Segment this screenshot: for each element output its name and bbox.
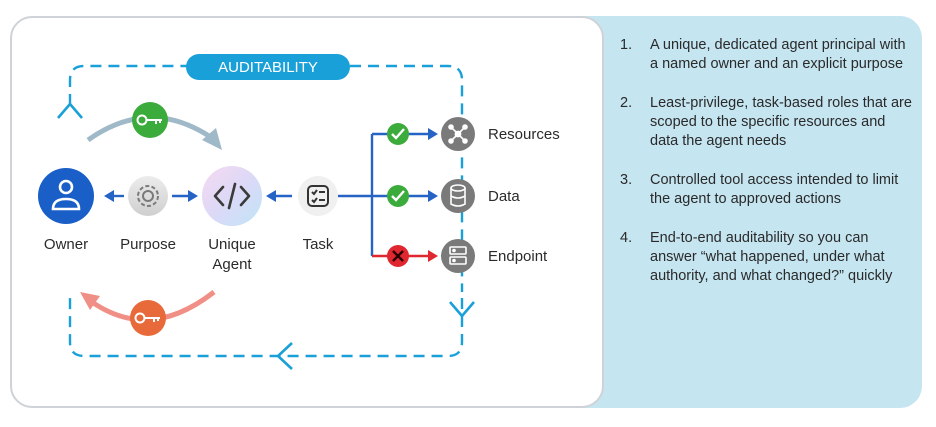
task-node <box>298 176 338 216</box>
step-text: End-to-end auditability so you can answe… <box>650 230 893 284</box>
step-number: 1. <box>620 37 633 53</box>
steps-list: 1. A unique, dedicated agent principal w… <box>620 36 912 306</box>
step-text: Least-privilege, task-based roles that a… <box>650 95 912 149</box>
step-number: 3. <box>620 172 633 188</box>
list-item: 2. Least-privilege, task-based roles tha… <box>620 94 912 151</box>
list-item: 3. Controlled tool access intended to li… <box>620 171 912 209</box>
purpose-label: Purpose <box>120 236 176 253</box>
endpoint-node <box>441 239 475 273</box>
loop-arrow-left-icon <box>276 342 293 370</box>
auditability-loop <box>68 64 464 358</box>
owner-node <box>38 168 94 224</box>
loop-arrow-down-icon <box>449 301 475 318</box>
branch-lines <box>338 132 430 258</box>
arrow-resources-icon <box>428 128 438 140</box>
data-label: Data <box>488 188 520 205</box>
owner-label: Owner <box>44 236 88 253</box>
checklist-icon <box>307 185 329 207</box>
grant-arc <box>86 102 222 150</box>
list-item: 1. A unique, dedicated agent principal w… <box>620 36 912 74</box>
resources-node <box>441 117 475 151</box>
check-icon <box>387 185 409 207</box>
arrow-endpoint-icon <box>428 250 438 262</box>
step-number: 4. <box>620 230 633 246</box>
agent-node <box>202 166 262 226</box>
key-icon <box>136 114 162 126</box>
resources-label: Resources <box>488 126 560 143</box>
flow-arrows <box>104 190 292 202</box>
server-icon <box>449 246 467 265</box>
arrow-data-icon <box>428 190 438 202</box>
network-icon <box>448 124 468 144</box>
revoke-arc <box>80 290 216 336</box>
code-icon <box>213 182 251 210</box>
purpose-node <box>128 176 168 216</box>
list-item: 4. End-to-end auditability so you can an… <box>620 229 912 286</box>
auditability-banner: AUDITABILITY <box>186 54 350 80</box>
info-panel <box>562 16 922 408</box>
step-text: Controlled tool access intended to limit… <box>650 172 899 207</box>
x-icon <box>387 245 409 267</box>
endpoint-label: Endpoint <box>488 248 548 265</box>
step-text: A unique, dedicated agent principal with… <box>650 37 906 72</box>
gear-icon <box>137 185 159 207</box>
agent-label-line1: Unique <box>208 236 256 253</box>
step-number: 2. <box>620 95 633 111</box>
check-icon <box>387 123 409 145</box>
agent-label-line2: Agent <box>212 256 252 273</box>
banner-label: AUDITABILITY <box>218 59 318 76</box>
person-icon <box>51 179 81 211</box>
loop-arrow-up-icon <box>57 102 83 119</box>
task-label: Task <box>303 236 334 253</box>
data-node <box>441 179 475 213</box>
database-icon <box>450 184 466 207</box>
key-icon <box>134 312 160 324</box>
